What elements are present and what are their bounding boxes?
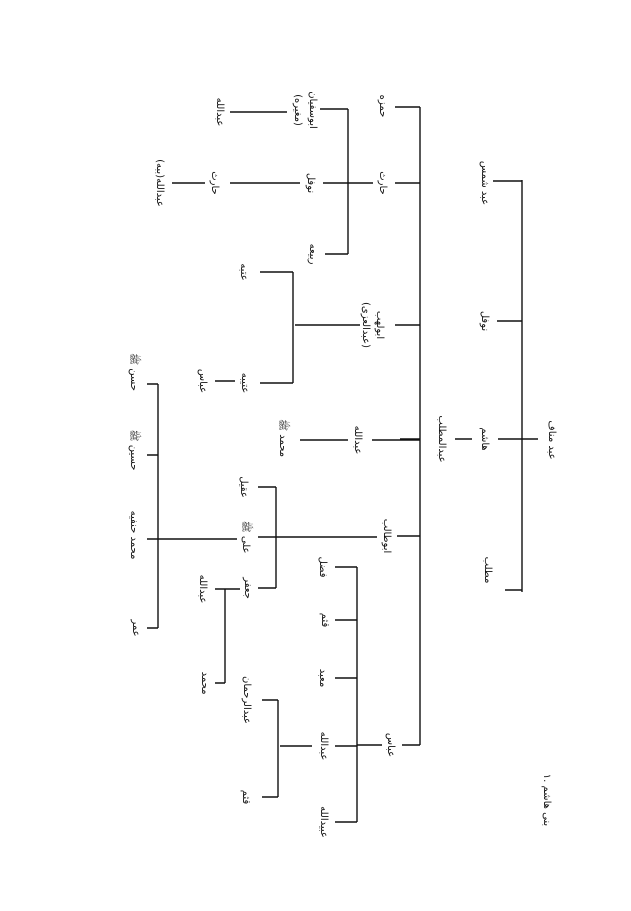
node-abd-al-rahman: عبدالرحمان [241,676,252,724]
node-abu-sufyan: ابوسفیان [307,91,318,129]
connector-harith [172,108,349,255]
node-abbas: عباس [385,733,396,757]
node-harith: حارث [377,171,388,194]
node-abd-shams: عبد شمس [479,161,490,205]
node-utaiba-abbas: عباس [197,369,208,393]
node-utba: عتبه [238,263,249,280]
node-umar: عمر [130,618,141,636]
node-abu-sufyan-alias: (مغیره) [292,94,303,126]
connector-jafar [215,588,240,684]
node-jafar: جعفر [242,576,253,599]
node-qutham: قثم [319,613,330,628]
connector-ali [147,383,237,629]
tree-labels: عبد مناف عبد شمس نوفل هاشم مطلب عبدالمطل… [128,91,557,838]
node-ubaidullah: عبیدالله [318,806,329,838]
node-abdullah-qutham: قثم [240,790,251,805]
node-abu-talib: ابوطالب [381,519,392,554]
node-hasan: حسن ﷺ [128,353,142,391]
node-abd-manaf: عبد مناف [546,420,557,459]
connector-abbas [262,566,382,823]
node-jafar-abdullah: عبدالله [197,575,208,604]
connector-abu-lahab [215,271,294,384]
node-abdullah: عبدالله [352,426,363,455]
node-muhammad: محمد ﷺ [277,419,291,457]
node-utaiba: عتیبه [239,373,250,393]
node-hamza: حمزه [377,95,388,118]
node-muttalib: مطلب [482,557,493,584]
node-rabia: ربیعه [307,244,318,265]
node-abu-lahab-alias: (عبدالعزی) [360,302,371,348]
node-fadl: فضل [317,556,328,577]
node-harith-abdullah: عبدالله(ببه) [154,159,165,207]
node-jafar-muhammad: محمد [199,672,210,695]
node-ali: علی ﷺ [240,521,254,554]
node-nawfal: نوفل [479,311,490,331]
node-husain: حسین ﷺ [128,430,142,471]
node-abbas-abdullah: عبدالله [318,732,329,761]
node-nawfal-harith: حارث [209,171,220,194]
tree-lines [147,106,538,823]
node-abu-sufyan-son: عبدالله [214,98,225,127]
figure-caption: ۱. بنی هاشم [541,774,552,826]
connector-abu-talib [258,486,377,589]
node-abu-lahab: ابولهب [374,311,385,339]
node-harith-nawfal: نوفل [305,173,316,193]
node-mabad: معبد [317,669,328,687]
node-aqil: عقیل [238,476,249,498]
node-muhammad-hanafiya: محمد حنفیه [128,511,139,560]
connector-abd-manaf [493,180,538,592]
node-abd-al-muttalib: عبدالمطلب [436,415,447,462]
node-hashim: هاشم [479,427,490,450]
